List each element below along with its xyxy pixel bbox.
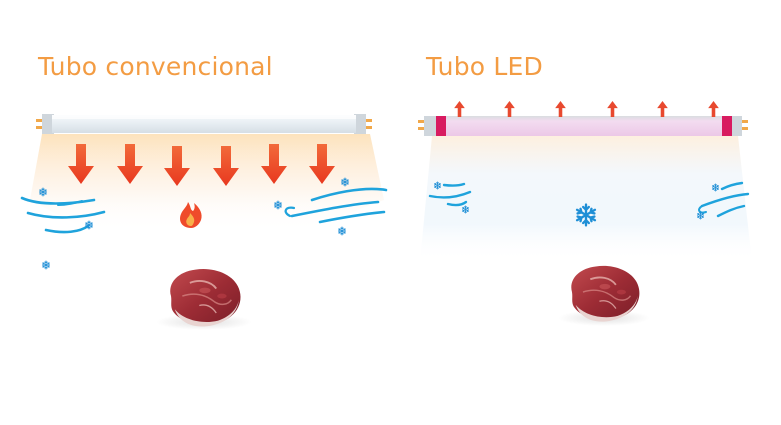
title-conventional-tube: Tubo convencional (38, 52, 273, 81)
wind-icon (428, 182, 472, 207)
small-up-arrow-icon (657, 101, 668, 117)
panel-conventional (20, 114, 388, 330)
small-up-arrow-icon (555, 101, 566, 117)
small-up-arrow-icon (454, 101, 465, 117)
small-up-arrow-icon (708, 101, 719, 117)
small-up-arrow-icon (504, 101, 515, 117)
warm-glow (30, 134, 384, 232)
wind-icon (284, 187, 388, 224)
led-tube-icon (418, 116, 748, 136)
snowflake-icon (42, 260, 50, 270)
title-led-tube: Tubo LED (426, 52, 544, 81)
wind-icon (20, 196, 106, 234)
meat-icon (156, 267, 252, 330)
small-up-arrow-icon (607, 101, 618, 117)
flame-icon (180, 202, 202, 228)
heat-release-arrows (454, 101, 719, 117)
fluorescent-tube-icon (36, 114, 372, 134)
wind-icon (698, 181, 750, 218)
panel-led (418, 101, 752, 326)
snowflake-icon (338, 226, 346, 236)
meat-icon (558, 264, 650, 326)
cool-glow (420, 136, 752, 262)
